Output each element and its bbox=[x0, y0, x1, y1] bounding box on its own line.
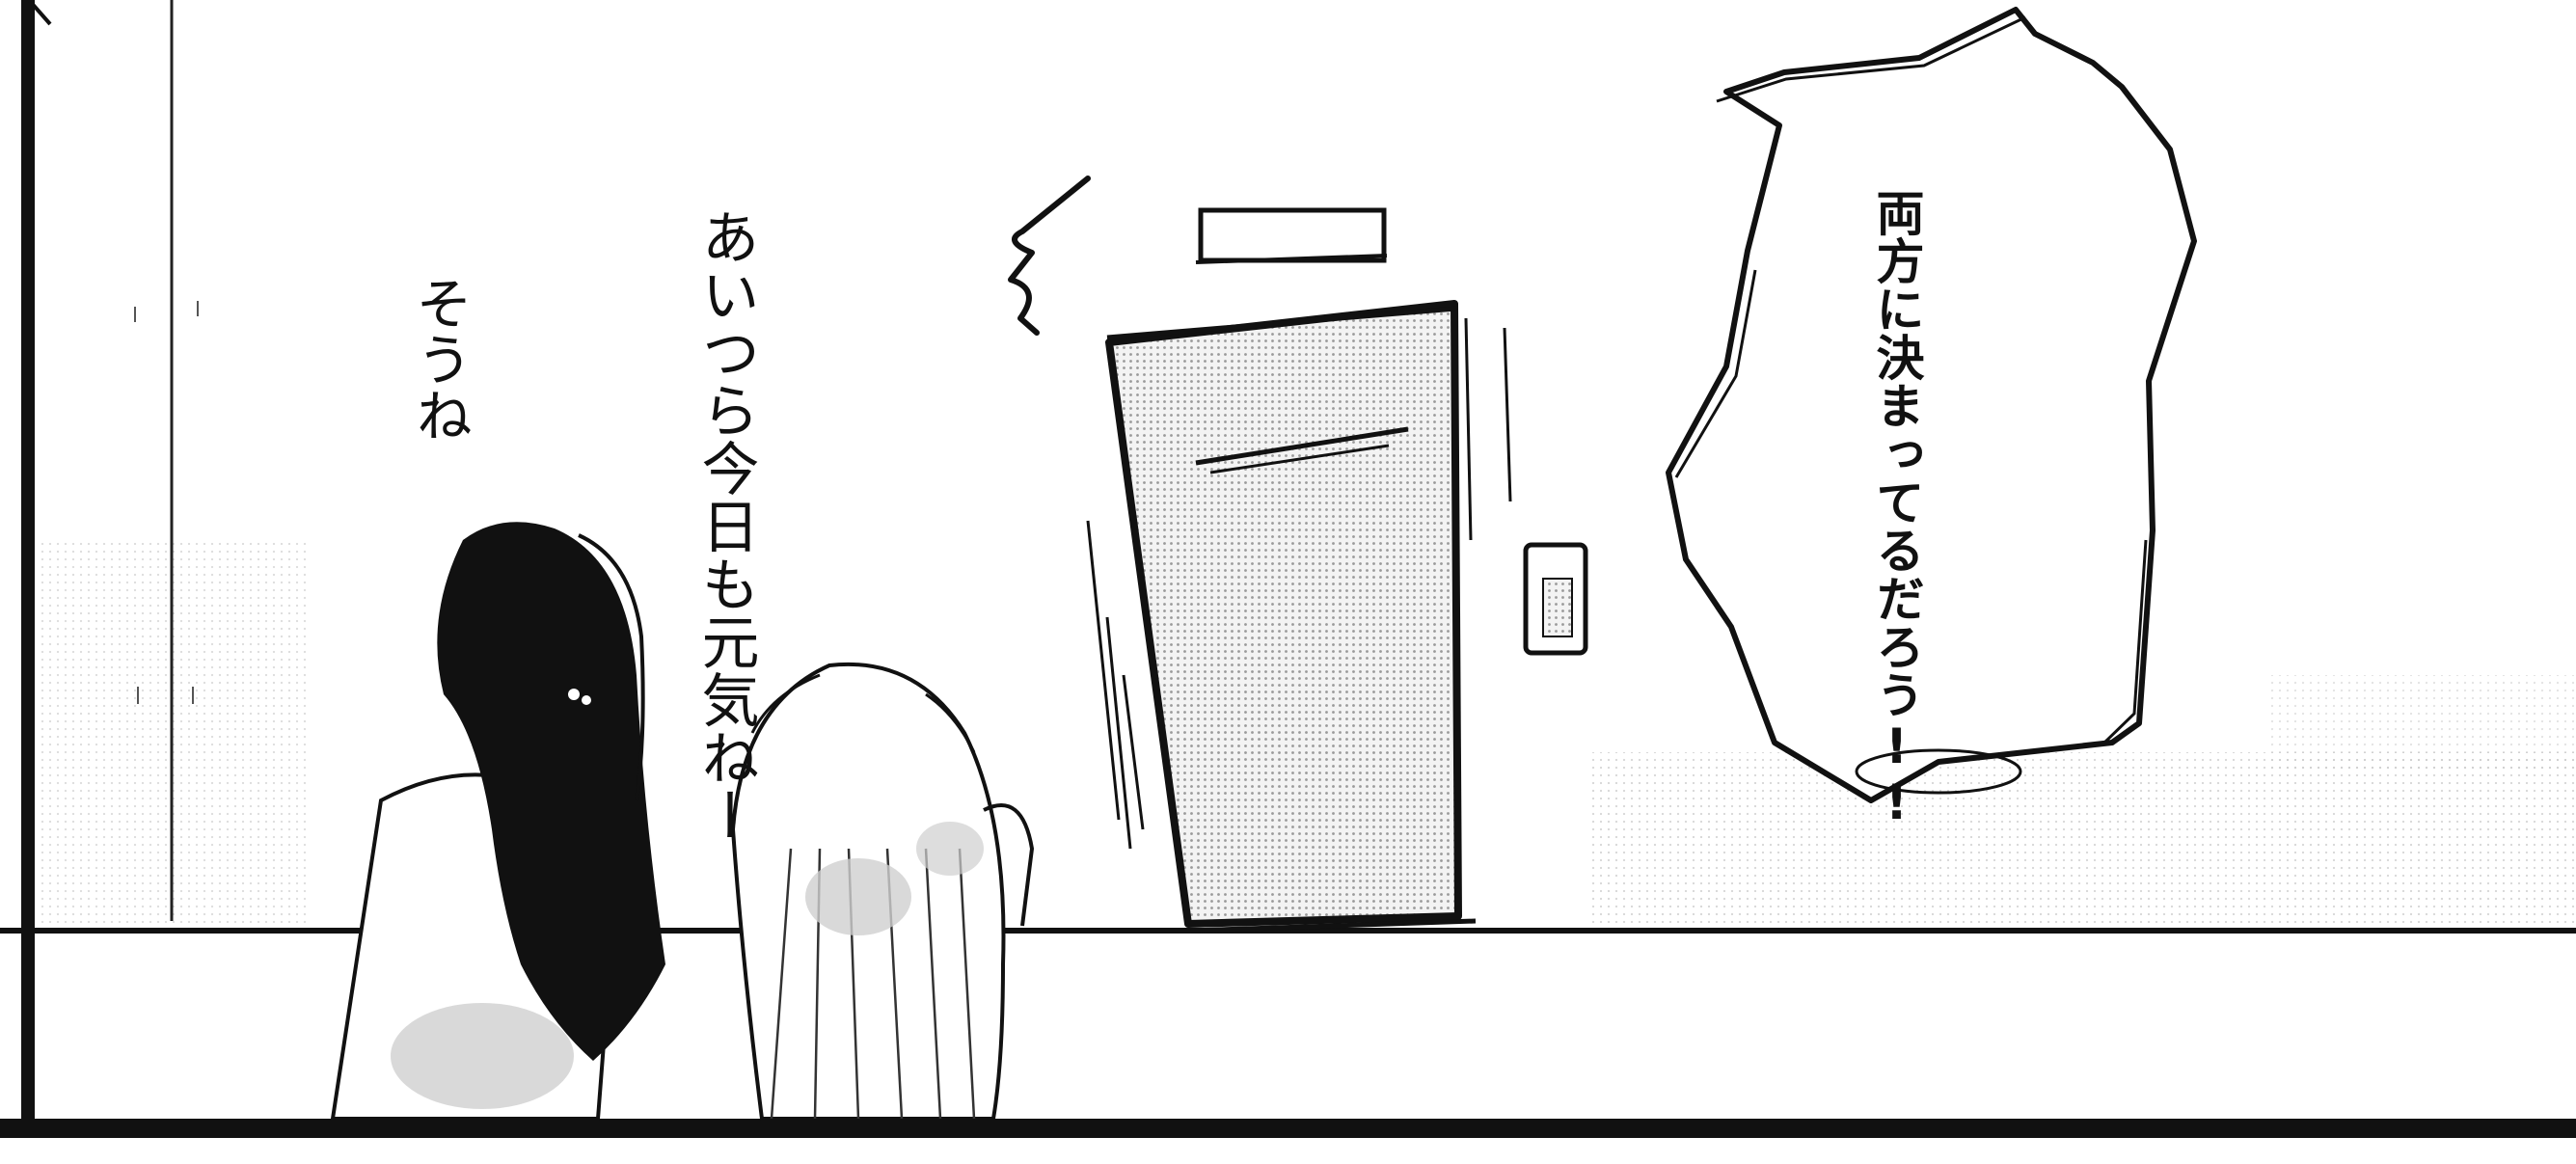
door bbox=[1105, 300, 1512, 934]
dark-haired-girl bbox=[330, 522, 665, 1121]
offscreen-shout-text: 両方に決まってるだろう!! bbox=[1868, 188, 1925, 830]
panel-border-bottom bbox=[0, 1119, 2576, 1138]
door-sign bbox=[1195, 207, 1388, 264]
shout-bubble bbox=[1666, 7, 2197, 803]
dialogue-genki: あいつら今日も元気ねー bbox=[691, 207, 759, 844]
intercom-panel bbox=[1523, 542, 1588, 656]
wall-marks bbox=[134, 301, 199, 704]
squiggle-effect bbox=[1008, 176, 1091, 336]
panel-border-left bbox=[21, 0, 35, 1128]
wall-tone bbox=[39, 540, 2576, 935]
blonde-girl bbox=[730, 662, 1035, 1121]
dialogue-sou-ne: そうね bbox=[406, 275, 473, 443]
door-shake-lines bbox=[1086, 520, 1145, 850]
